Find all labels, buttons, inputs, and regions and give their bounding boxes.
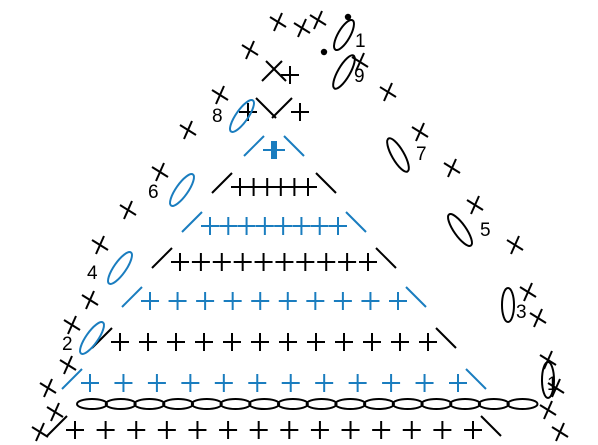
row-label-7: 7 xyxy=(416,144,427,165)
edge-stitch-b xyxy=(355,52,365,72)
stitch-grid xyxy=(46,60,502,439)
chain-oval xyxy=(333,18,355,52)
turning-chains xyxy=(79,18,555,399)
edge-stitch-b xyxy=(85,290,95,310)
edge-stitch-b xyxy=(155,162,165,182)
chain-oval xyxy=(107,251,133,285)
edge-slant-left xyxy=(243,135,265,157)
chain-oval xyxy=(386,137,410,173)
edge-stitch-b xyxy=(35,422,45,442)
chain-oval xyxy=(391,398,424,410)
chain-oval xyxy=(477,398,510,410)
edge-slant-right xyxy=(345,211,367,233)
row-label-6: 6 xyxy=(148,182,159,203)
chain-oval xyxy=(363,398,395,410)
edge-slant-right xyxy=(480,415,502,437)
edge-slant-right xyxy=(435,327,457,349)
edge-slant-left xyxy=(271,97,293,119)
chain-oval xyxy=(334,398,367,410)
edge-slant-left xyxy=(121,286,143,308)
edge-stitch-b xyxy=(383,82,393,102)
edge-stitch-b xyxy=(543,400,553,420)
chain-oval xyxy=(276,398,309,410)
chain-oval xyxy=(162,398,195,410)
chain-oval xyxy=(332,54,356,90)
chain-oval xyxy=(169,173,195,207)
edge-stitch-b xyxy=(63,355,73,375)
chain-oval xyxy=(79,321,105,355)
edge-stitch-b xyxy=(67,315,77,335)
edge-slant-left xyxy=(211,172,233,194)
bead-dot xyxy=(320,48,328,56)
chain-oval xyxy=(104,398,137,410)
edge-slant-left xyxy=(61,368,83,390)
edge-stitch-b xyxy=(297,18,307,38)
row-label-8: 8 xyxy=(212,106,223,127)
edge-slant-left xyxy=(181,211,203,233)
edge-stitch-b xyxy=(183,120,193,140)
edge-slant-left xyxy=(151,247,173,269)
edge-stitch-b xyxy=(415,122,425,142)
edge-stitch-b xyxy=(43,378,53,398)
row-label-1-top: 1 xyxy=(355,31,366,52)
row-labels: 1 2 3 4 5 6 7 8 9 1 xyxy=(62,31,558,395)
edge-stitch-b xyxy=(543,350,553,370)
chain-oval xyxy=(541,361,555,399)
row-label-5: 5 xyxy=(480,220,491,241)
edge-slant-right xyxy=(255,97,277,119)
chain-oval xyxy=(229,99,255,133)
bead-dot xyxy=(344,13,352,21)
row-label-3: 3 xyxy=(516,302,527,323)
edge-slant-right xyxy=(265,60,287,82)
edge-slant-right xyxy=(283,135,305,157)
chain-oval xyxy=(447,213,473,247)
edge-stitch-b xyxy=(95,235,105,255)
edge-stitch-b xyxy=(273,12,283,32)
edge-stitch-b xyxy=(123,200,133,220)
row-label-1-right: 1 xyxy=(547,374,558,395)
edge-stitch-b xyxy=(447,158,457,178)
chain-oval xyxy=(449,398,482,410)
chain-oval xyxy=(219,398,252,410)
edge-stitch-b xyxy=(245,40,255,60)
foundation-chain xyxy=(76,398,539,410)
edge-slant-right xyxy=(315,172,337,194)
edge-slant-right xyxy=(375,247,397,269)
chain-oval xyxy=(133,398,166,410)
chain-oval xyxy=(305,398,338,410)
chain-oval xyxy=(506,398,539,410)
bead-markers xyxy=(320,13,352,56)
edge-stitch-b xyxy=(470,195,480,215)
edge-stitch-b xyxy=(215,85,225,105)
chain-oval xyxy=(248,398,281,410)
edge-stitch-b xyxy=(533,308,543,328)
edge-stitches xyxy=(31,10,569,442)
edge-slant-right xyxy=(465,368,487,390)
edge-slant-left xyxy=(46,415,68,437)
edge-stitch-b xyxy=(551,378,561,398)
row-label-4: 4 xyxy=(87,263,98,284)
edge-stitch-b xyxy=(523,282,533,302)
chain-oval xyxy=(420,398,453,410)
row-label-9: 9 xyxy=(354,66,365,87)
edge-stitch-b xyxy=(555,422,565,442)
chain-oval xyxy=(190,398,223,410)
chain-oval xyxy=(501,287,515,323)
edge-slant-right xyxy=(405,286,427,308)
edge-stitch-b xyxy=(50,402,60,422)
row-label-2: 2 xyxy=(62,334,73,355)
chain-oval xyxy=(76,398,108,410)
edge-stitch-b xyxy=(510,235,520,255)
edge-stitch-b xyxy=(313,10,323,30)
edge-slant-left xyxy=(261,60,283,82)
